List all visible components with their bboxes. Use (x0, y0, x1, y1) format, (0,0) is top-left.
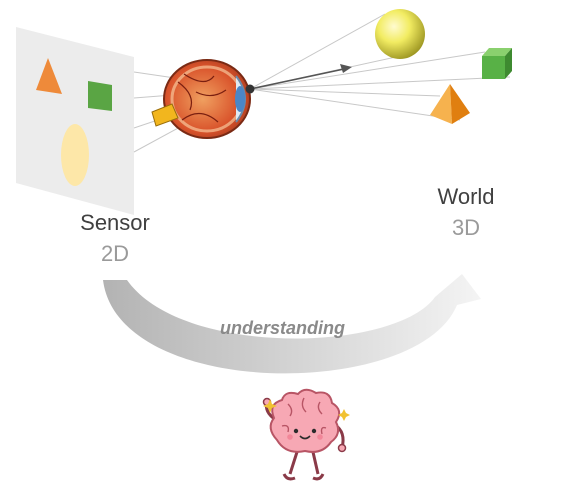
focal-point (245, 84, 255, 94)
world-dimension: 3D (451, 215, 481, 240)
sensor-dimension: 2D (100, 241, 130, 266)
gaze-arrowhead (340, 64, 352, 73)
gaze-arrow (249, 68, 345, 90)
world-cube (482, 48, 512, 79)
world-pyramid (430, 84, 470, 124)
sensor-title: Sensor (80, 210, 150, 235)
sensor-ellipse (61, 124, 89, 186)
sparkle-icon (338, 409, 350, 421)
world-sphere (375, 9, 425, 59)
sensor-triangle (36, 58, 62, 94)
understanding-arrow (103, 274, 481, 374)
sensor-plane (16, 27, 134, 215)
sparkle-icon (263, 399, 277, 413)
brain-mascot-icon (262, 388, 347, 481)
sensor-square (88, 81, 112, 111)
world-title: World (437, 184, 495, 209)
understanding-label: understanding (220, 318, 345, 338)
eye-icon (151, 59, 251, 139)
